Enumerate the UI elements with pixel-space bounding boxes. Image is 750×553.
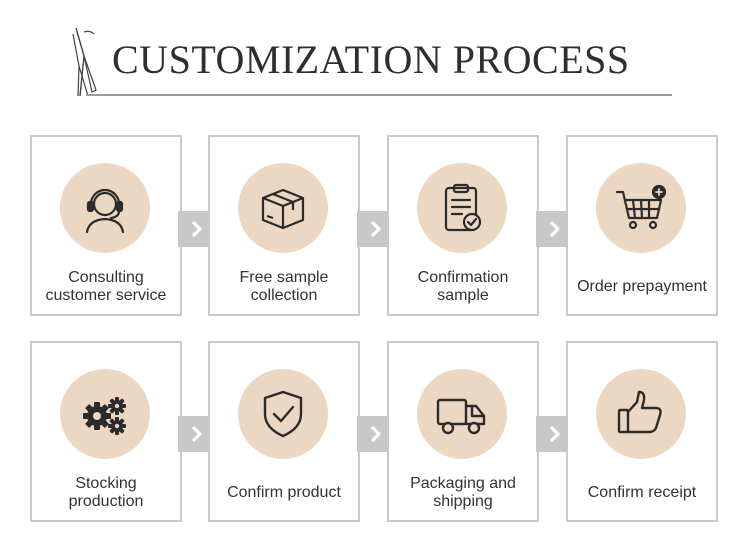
step-card-packaging-shipping: Packaging and shipping — [387, 341, 539, 522]
icon-circle — [417, 369, 507, 459]
step-card-stocking-production: Stocking production — [30, 341, 182, 522]
step-label: Order prepayment — [577, 278, 707, 295]
shield-check-icon — [263, 390, 303, 438]
package-box-icon — [261, 188, 305, 230]
pen-nib-icon — [72, 27, 97, 97]
gears-icon — [83, 397, 126, 435]
icon-circle — [417, 163, 507, 253]
icon-circle — [60, 369, 150, 459]
headset-agent-icon — [85, 188, 125, 234]
step-label: Confirm receipt — [587, 484, 697, 501]
step-label: Packaging and shipping — [410, 475, 516, 510]
clipboard-check-icon — [444, 183, 482, 232]
page-title: CUSTOMIZATION PROCESS — [112, 37, 630, 82]
step-card-confirmation-sample: Confirmation sample — [387, 135, 539, 316]
icon-circle — [596, 163, 686, 253]
icon-circle — [238, 163, 328, 253]
page-header: CUSTOMIZATION PROCESS — [68, 26, 672, 98]
shopping-cart-plus-icon — [615, 184, 667, 230]
step-label: Confirmation sample — [417, 269, 509, 304]
step-label: Consulting customer service — [45, 269, 167, 304]
title-underline — [86, 94, 672, 96]
step-card-confirm-product: Confirm product — [208, 341, 360, 522]
step-label: Confirm product — [227, 484, 341, 501]
step-label: Free sample collection — [239, 269, 329, 304]
icon-circle — [596, 369, 686, 459]
step-label: Stocking production — [68, 475, 144, 510]
step-card-consulting: Consulting customer service — [30, 135, 182, 316]
step-card-free-sample: Free sample collection — [208, 135, 360, 316]
icon-circle — [238, 369, 328, 459]
step-card-order-prepayment: Order prepayment — [566, 135, 718, 316]
thumbs-up-icon — [617, 390, 662, 434]
step-card-confirm-receipt: Confirm receipt — [566, 341, 718, 522]
icon-circle — [60, 163, 150, 253]
delivery-truck-icon — [436, 398, 486, 435]
